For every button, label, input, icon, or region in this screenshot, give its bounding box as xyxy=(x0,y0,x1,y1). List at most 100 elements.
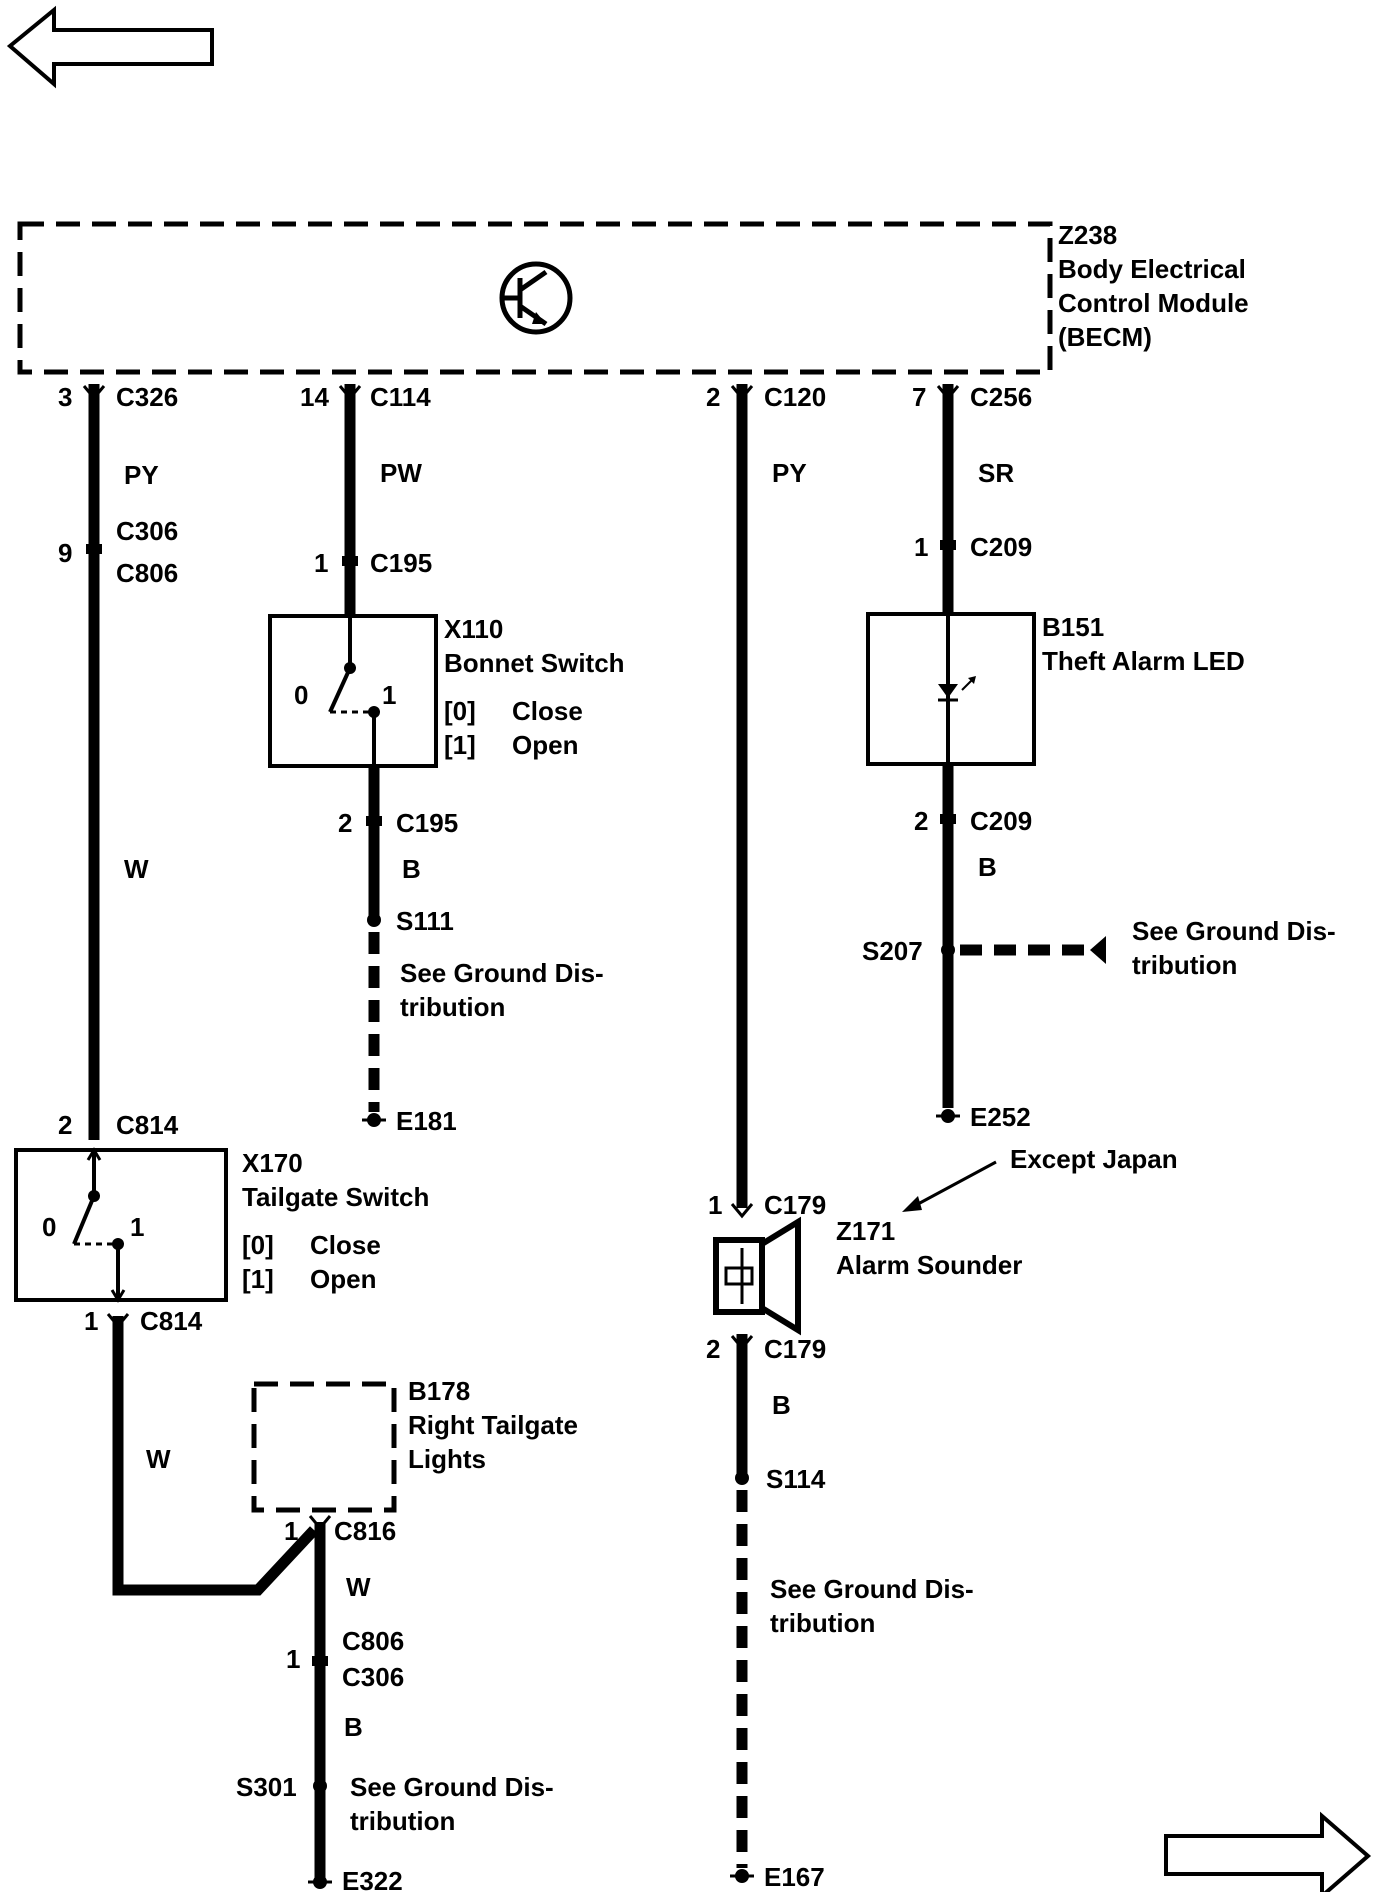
wire-a-inline-conn2: C806 xyxy=(116,558,178,588)
s207-ground-text-1: See Ground Dis- xyxy=(1132,916,1336,946)
tailgate-lights-pin: 1 xyxy=(284,1516,298,1546)
tailgate-state1: Open xyxy=(310,1264,376,1294)
wire-d2-conn: C209 xyxy=(970,806,1032,836)
becm-label-2: Control Module xyxy=(1058,288,1249,318)
ground-e322-icon xyxy=(308,1875,332,1889)
ground-e181: E181 xyxy=(396,1106,457,1136)
tailgate-lights-inline-pin: 1 xyxy=(286,1644,300,1674)
tailgate-lights-color2: B xyxy=(344,1712,363,1742)
alarm-sounder: Z171 Alarm Sounder Except Japan xyxy=(713,1144,1178,1336)
wire-c-pin: 2 xyxy=(706,382,720,412)
ground-e252-icon xyxy=(936,1109,960,1123)
tailgate-lights-color: W xyxy=(346,1572,371,1602)
wire-a-inline-conn1: C306 xyxy=(116,516,178,546)
wire-d-conn: C256 xyxy=(970,382,1032,412)
tailgate-pos0: 0 xyxy=(42,1212,56,1242)
wire-b-conn: C114 xyxy=(370,382,431,412)
ground-e167-icon xyxy=(730,1869,754,1883)
wire-a-switch-pin: 2 xyxy=(58,1110,72,1140)
bonnet-state0-code: [0] xyxy=(444,696,476,726)
back-arrow-icon[interactable] xyxy=(6,5,214,89)
wire-a2-pin: 1 xyxy=(84,1306,98,1336)
splice-s114: S114 xyxy=(766,1464,826,1494)
tailgate-lights-inline-conn1: C806 xyxy=(342,1626,404,1656)
ground-e322: E322 xyxy=(342,1866,403,1892)
tailgate-state1-code: [1] xyxy=(242,1264,274,1294)
wire-c-color: PY xyxy=(772,458,807,488)
s114-ground-text-2: tribution xyxy=(770,1608,875,1638)
wire-a-color2: W xyxy=(124,854,149,884)
s301-ground-text-2: tribution xyxy=(350,1806,455,1836)
wire-d2-color: B xyxy=(978,852,997,882)
becm-id: Z238 xyxy=(1058,220,1117,250)
tailgate-lights-id: B178 xyxy=(408,1376,470,1406)
forward-arrow-icon[interactable] xyxy=(1164,1811,1372,1897)
wire-a2: 1 C814 W xyxy=(84,1306,319,1596)
wire-b2-conn: C195 xyxy=(396,808,458,838)
theft-led-id: B151 xyxy=(1042,612,1104,642)
wire-c2-conn: C179 xyxy=(764,1334,826,1364)
led-icon xyxy=(938,676,976,702)
theft-led-name: Theft Alarm LED xyxy=(1042,646,1245,676)
wire-c-conn-in: C179 xyxy=(764,1190,826,1220)
wire-a-switch-conn: C814 xyxy=(116,1110,179,1140)
s207-ground-text-2: tribution xyxy=(1132,950,1237,980)
wire-a-color: PY xyxy=(124,460,159,490)
bonnet-switch-name: Bonnet Switch xyxy=(444,648,625,678)
wire-b: 14 C114 PW 1 C195 xyxy=(300,382,432,614)
wire-b2-color: B xyxy=(402,854,421,884)
wire-b-inline-pin: 1 xyxy=(314,548,328,578)
wire-a: 3 C326 PY 9 C306 C806 W 2 C814 xyxy=(58,382,179,1140)
s114-ground-text-1: See Ground Dis- xyxy=(770,1574,974,1604)
wire-a2-color: W xyxy=(146,1444,171,1474)
ground-e181-icon xyxy=(362,1113,386,1127)
note-arrow-icon xyxy=(902,1160,997,1212)
bonnet-switch-id: X110 xyxy=(444,614,503,644)
wire-c-pin-in: 1 xyxy=(708,1190,722,1220)
splice-s301: S301 xyxy=(236,1772,297,1802)
becm-label-3: (BECM) xyxy=(1058,322,1152,352)
wire-b-inline-conn: C195 xyxy=(370,548,432,578)
becm-module: Z238 Body Electrical Control Module (BEC… xyxy=(17,220,1249,375)
wire-a-connector: C326 xyxy=(116,382,178,412)
wire-b2-pin: 2 xyxy=(338,808,352,838)
tailgate-lights-conn: C816 xyxy=(334,1516,396,1546)
wire-d-inline-conn: C209 xyxy=(970,532,1032,562)
wire-d2-pin: 2 xyxy=(914,806,928,836)
tailgate-lights-label-1: Right Tailgate xyxy=(408,1410,578,1440)
splice-s207: S207 xyxy=(862,936,923,966)
speaker-icon xyxy=(713,1216,801,1336)
wire-c2-pin: 2 xyxy=(706,1334,720,1364)
wire-b-color: PW xyxy=(380,458,422,488)
splice-s111: S111 xyxy=(396,906,454,936)
wire-d2: 2 C209 B S207 See Ground Dis- tribution … xyxy=(862,766,1336,1132)
theft-led: B151 Theft Alarm LED xyxy=(866,612,1245,766)
bonnet-pos0: 0 xyxy=(294,680,308,710)
tailgate-lights-inline-conn2: C306 xyxy=(342,1662,404,1692)
tailgate-lights: B178 Right Tailgate Lights 1 C816 W 1 C8… xyxy=(236,1376,578,1896)
wire-a-inline-pin: 9 xyxy=(58,538,72,568)
tailgate-state0-code: [0] xyxy=(242,1230,274,1260)
tailgate-pos1: 1 xyxy=(130,1212,144,1242)
ground-e252: E252 xyxy=(970,1102,1031,1132)
wire-b2: 2 C195 B S111 See Ground Dis- tribution … xyxy=(338,768,604,1136)
wire-d-color: SR xyxy=(978,458,1014,488)
alarm-sounder-id: Z171 xyxy=(836,1216,895,1246)
becm-label-1: Body Electrical xyxy=(1058,254,1246,284)
wire-c2: 2 C179 B S114 See Ground Dis- tribution … xyxy=(706,1334,974,1892)
wire-d: 7 C256 SR 1 C209 xyxy=(912,382,1032,612)
wire-c: 2 C120 PY 1 C179 xyxy=(706,382,826,1220)
wire-a-pin: 3 xyxy=(58,382,72,412)
bonnet-pos1: 1 xyxy=(382,680,396,710)
wire-c-conn: C120 xyxy=(764,382,826,412)
wire-a2-conn: C814 xyxy=(140,1306,203,1336)
wire-c2-color: B xyxy=(772,1390,791,1420)
wire-d-inline-pin: 1 xyxy=(914,532,928,562)
bonnet-state1: Open xyxy=(512,730,578,760)
s111-ground-text-2: tribution xyxy=(400,992,505,1022)
ground-e167: E167 xyxy=(764,1862,825,1892)
alarm-sounder-note: Except Japan xyxy=(1010,1144,1178,1174)
s301-ground-text-1: See Ground Dis- xyxy=(350,1772,554,1802)
bonnet-switch: 0 1 X110 Bonnet Switch [0] Close [1] Ope… xyxy=(268,614,625,768)
